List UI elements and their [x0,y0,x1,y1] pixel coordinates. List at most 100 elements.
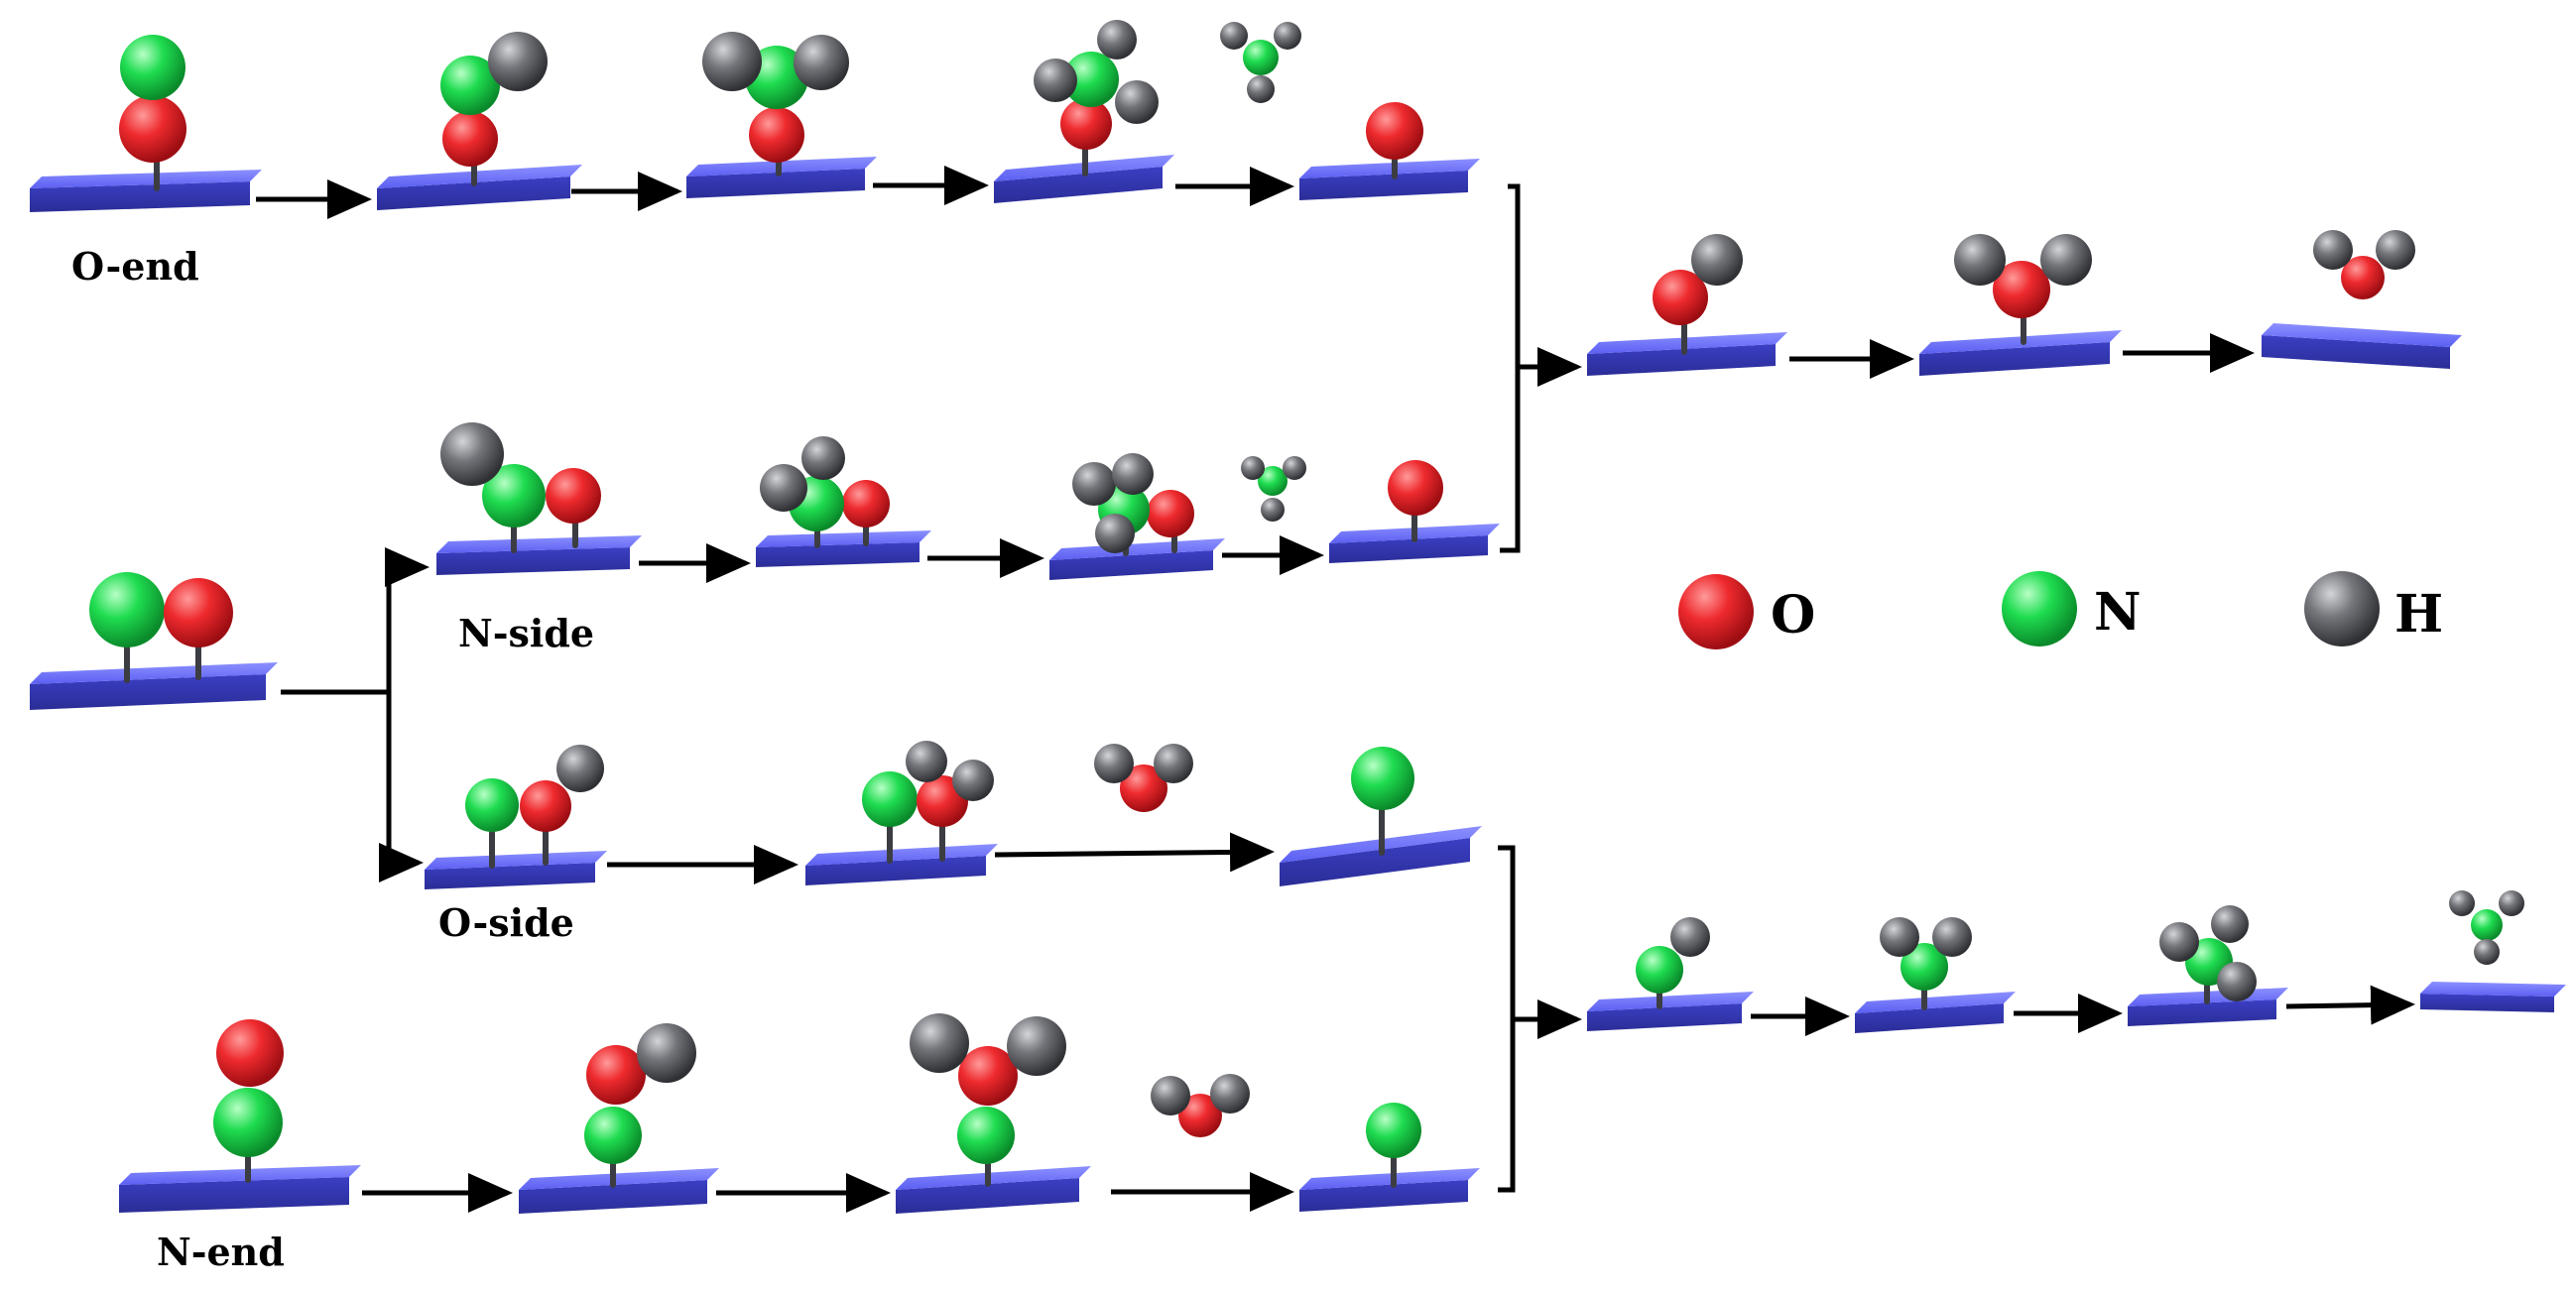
slab-top [756,530,931,547]
hydrogen-atom [801,436,845,480]
slab-top [1299,1168,1480,1190]
surface-slab [756,530,931,567]
oxygen-atom [842,480,890,528]
slab-side [30,674,266,710]
arrow [2285,985,2415,1025]
legend: O N H [1678,571,2443,649]
hydrogen-atom [1274,22,1301,50]
surface-slab [377,165,582,210]
hydrogen-atom [2159,922,2199,962]
slab-top [1049,538,1225,560]
oxygen-atom [2341,256,2385,299]
hydrogen-atom [2211,905,2249,943]
nitrogen-atom [1636,946,1683,994]
hydrogen-atom [2217,962,2257,1001]
surface-slab [436,535,642,575]
slab-top [1587,992,1754,1011]
hydrogen-atom [1097,20,1137,59]
slab-side [1919,342,2110,376]
slab-top [519,1168,719,1190]
hydrogen-atom [1954,234,2006,286]
slabs-layer [30,155,2566,1214]
oxygen-atom [586,1045,646,1105]
nitrogen-atom [1243,40,1279,75]
surface-slab [1049,538,1225,580]
hydrogen-atom [1220,22,1248,50]
hydrogen-atom [2474,939,2500,965]
nitrogen-atom [213,1088,283,1157]
hydrogen-atom [794,35,849,90]
hydrogen-atom [952,760,994,801]
hydrogen-atom [2449,890,2475,916]
nitrogen-atom [957,1107,1015,1164]
slab-side [994,167,1163,203]
slab-side [1299,171,1468,200]
slab-side [425,863,595,889]
nitrogen-atom [1351,747,1414,810]
hydrogen-atom [1094,744,1134,783]
legend-o-atom [1678,574,1754,649]
slab-side [2420,994,2554,1012]
slab-side [1587,1003,1742,1031]
oxygen-atom [1993,261,2050,318]
hydrogen-atom [1072,462,1116,506]
surface-slab [805,844,998,885]
legend-h-label: H [2394,584,2443,645]
slab-side [1329,535,1488,563]
hydrogen-atom [1283,456,1306,480]
nitrogen-atom [584,1107,642,1164]
hydrogen-atom [702,32,762,91]
hydrogen-atom [1261,498,1285,522]
hydrogen-atom [1154,744,1193,783]
hydrogen-atom [1670,917,1710,957]
hydrogen-atom [2040,234,2092,286]
nitrogen-atom [1258,466,1288,496]
hydrogen-atom [760,464,807,512]
hydrogen-atom [637,1023,696,1083]
surface-slab [2420,982,2566,1012]
label-n-side: N-side [458,611,594,655]
oxygen-atom [442,111,498,167]
oxygen-atom [546,468,601,524]
oxygen-atom [164,578,233,647]
nitrogen-atom [465,778,519,832]
arrows-layer [256,166,2415,1213]
surface-slab [425,851,607,889]
slab-top [2420,982,2566,997]
hydrogen-atom [2376,230,2415,270]
slab-side [686,169,865,198]
hydrogen-atom [1112,453,1154,495]
oxygen-atom [1388,460,1443,516]
hydrogen-atom [2313,230,2353,270]
label-n-end: N-end [157,1230,285,1274]
legend-h-atom [2304,571,2380,646]
legend-o-label: O [1771,585,1815,646]
legend-n-label: N [2094,582,2142,643]
nitrogen-atom [2471,909,2503,941]
slab-top [377,165,582,188]
hydrogen-atom [1691,234,1743,286]
slab-top [1299,159,1480,178]
connector-line [1500,183,1521,553]
surface-slab [1299,159,1480,200]
legend-n-atom [2002,571,2077,646]
nitrogen-atom [1901,943,1948,991]
surface-slab [30,170,262,212]
hydrogen-atom [1115,80,1159,124]
surface-slab [896,1166,1091,1214]
oxygen-atom [1060,98,1112,150]
hydrogen-atom [1007,1016,1066,1076]
slab-side [1299,1180,1468,1212]
hydrogen-atom [488,32,548,91]
label-o-side: O-side [438,900,574,945]
nitrogen-atom [120,35,185,100]
slab-side [377,176,570,210]
slab-top [425,851,607,870]
nitrogen-atom [89,572,165,647]
hydrogen-atom [1151,1076,1190,1116]
nitrogen-atom [440,56,500,115]
oxygen-atom [749,107,804,163]
oxygen-atom [958,1046,1018,1106]
surface-slab [1299,1168,1480,1212]
